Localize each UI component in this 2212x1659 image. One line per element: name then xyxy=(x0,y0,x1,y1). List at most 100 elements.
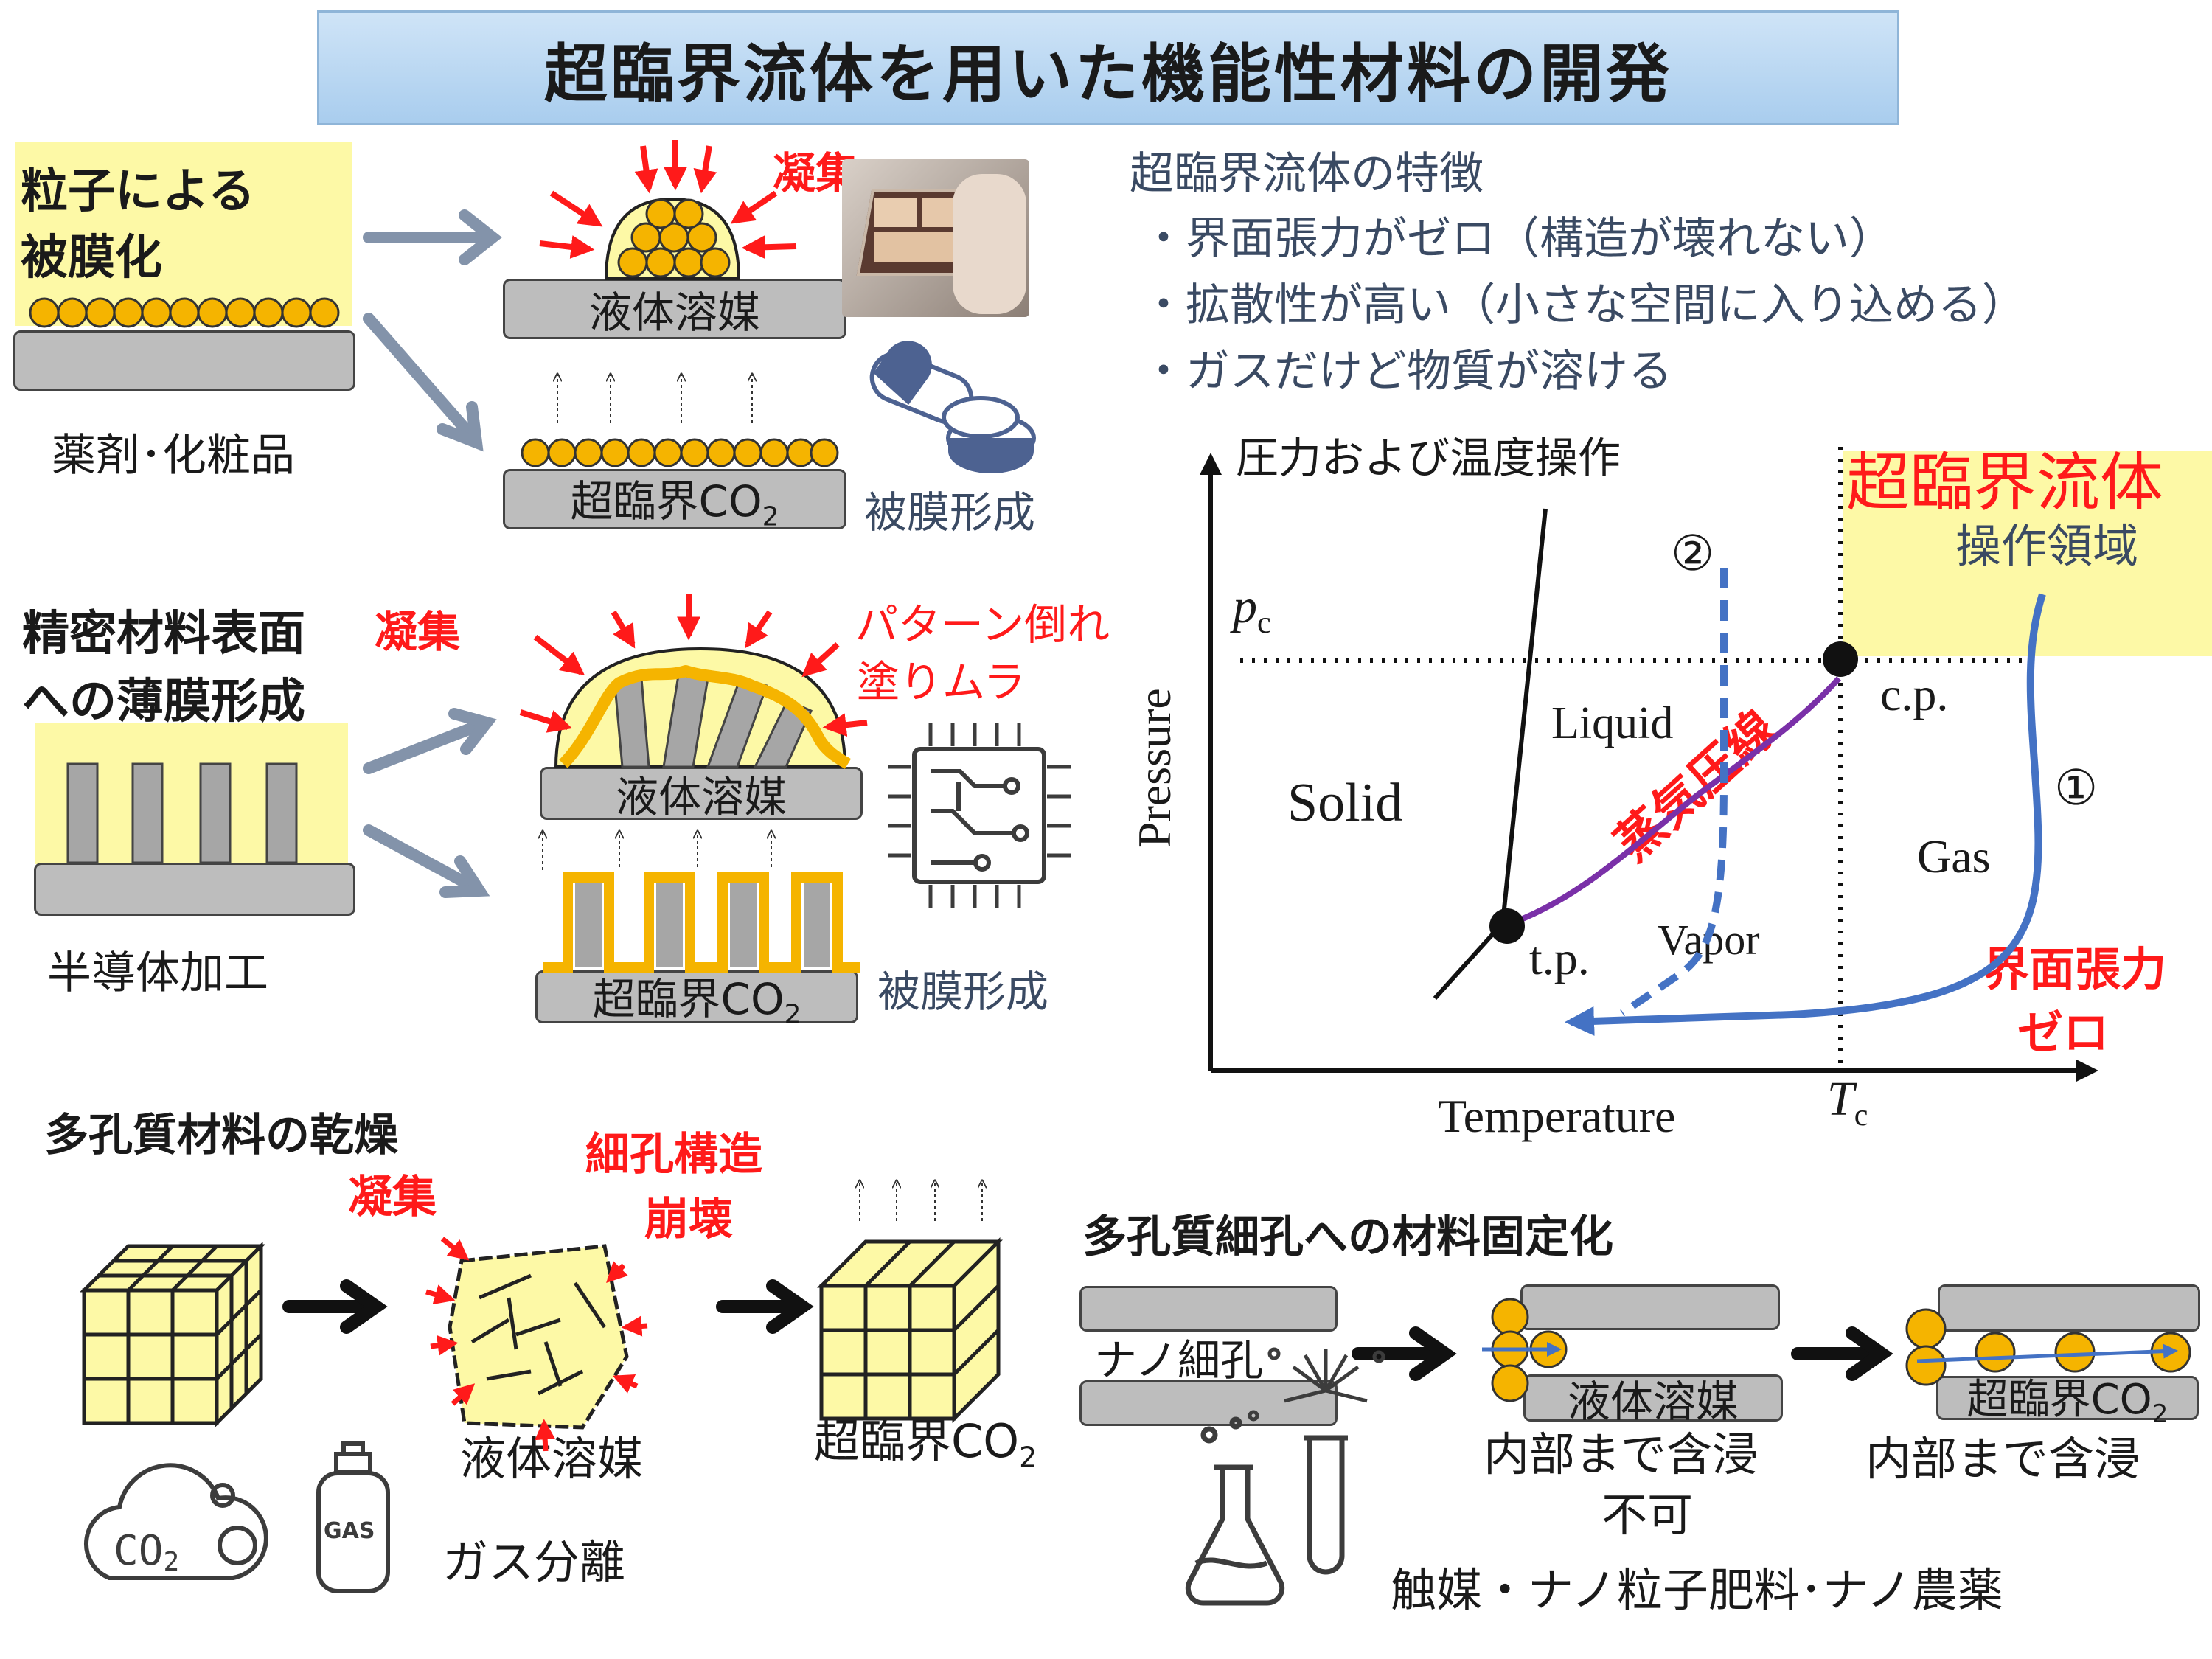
pill-icon xyxy=(869,341,1036,473)
x-axis-label: Temperature xyxy=(1438,1090,1676,1142)
tension-label-line2: ゼロ xyxy=(2017,1006,2110,1060)
tc-label: Tc xyxy=(1827,1072,1868,1133)
panel1-coating-label: 被膜形成 xyxy=(864,487,1036,538)
porous-cube-intact xyxy=(79,1241,266,1428)
critical-point-marker xyxy=(1823,641,1858,677)
panel1-heading-bg xyxy=(15,142,352,326)
panel2-liquid-label: 液体溶媒 xyxy=(615,772,787,822)
panel2-pattern-bars xyxy=(66,762,298,864)
panel2-substrate xyxy=(34,863,355,916)
black-arrow-2 xyxy=(716,1279,814,1334)
flask-icon xyxy=(1185,1416,1348,1606)
panel2-heading-line1: 精密材料表面 xyxy=(22,607,305,661)
path-2-dashed xyxy=(1620,568,1728,1017)
solid-region-label: Solid xyxy=(1287,773,1403,833)
panel4-pore-bottom-1 xyxy=(1079,1380,1338,1426)
cp-label: c.p. xyxy=(1880,668,1949,720)
vapor-pressure-line xyxy=(1503,676,1841,929)
path-1-label: ① xyxy=(2054,759,2098,816)
panel4-penetrating-flow xyxy=(1916,1343,2178,1363)
panel1-heading-line2: 被膜化 xyxy=(21,231,162,285)
panel2-collapse-line2: 塗りムラ xyxy=(857,657,1026,707)
panel1-gray-arrows xyxy=(363,209,502,452)
gas-separation-label: ガス分離 xyxy=(442,1535,626,1589)
panel1-aggregate xyxy=(539,140,797,280)
feature-item-3: ・ガスだけど物質が溶ける xyxy=(1141,346,1672,397)
porous-cube-collapsed xyxy=(425,1237,648,1452)
sublimation-line xyxy=(1433,921,1505,1001)
panel2-coating-label: 被膜形成 xyxy=(877,967,1049,1017)
black-arrow-4 xyxy=(1791,1326,1893,1381)
panel1-particle-layer xyxy=(29,297,340,328)
gas-cylinder-icon xyxy=(316,1441,390,1593)
panel2-scco2-label: 超臨界CO2 xyxy=(592,973,801,1030)
liquid-region-label: Liquid xyxy=(1551,698,1674,748)
co2-cloud-icon xyxy=(84,1463,268,1580)
black-arrow-3 xyxy=(1352,1326,1457,1381)
panel4-pore-bottom-3: 超臨界CO2 xyxy=(1936,1376,2199,1430)
panel1-scco2-particles xyxy=(521,438,839,467)
panel1-scco2-label: 超臨界CO2 xyxy=(570,476,779,532)
panel1-rising-arrows xyxy=(557,375,752,423)
operation-label: 圧力および温度操作 xyxy=(1236,433,1621,483)
page-title: 超臨界流体を用いた機能性材料の開発 xyxy=(317,10,1899,125)
triple-point-marker xyxy=(1489,908,1525,944)
panel1-liquid-slab: 液体溶媒 xyxy=(503,279,846,339)
sc-sub: 操作領域 xyxy=(1955,519,2139,573)
panel4-pore-top-3 xyxy=(1938,1284,2200,1332)
critical-dotted-lines xyxy=(1240,447,2035,1066)
panel2-scco2-pattern xyxy=(543,832,860,973)
impossible-line2: 不可 xyxy=(1601,1488,1694,1542)
panel2-aggregate xyxy=(519,594,868,769)
possible-label: 内部まで含浸 xyxy=(1865,1432,2140,1486)
melting-line xyxy=(1500,508,1548,924)
black-arrow-1 xyxy=(282,1279,388,1334)
applications-label: 触媒・ナノ粒子肥料･ナノ農薬 xyxy=(1391,1563,2003,1617)
panel3-rising-arrows xyxy=(860,1181,982,1221)
feature-item-2: ・拡散性が高い（小さな空間に入り込める） xyxy=(1141,279,2026,331)
panel2-aggregation-label: 凝集 xyxy=(375,607,461,657)
path-2-label: ② xyxy=(1671,525,1715,582)
panel4-scco2-label: 超臨界CO2 xyxy=(1966,1376,2168,1430)
phase-axes xyxy=(1200,453,2098,1082)
panel1-liquid-label: 液体溶媒 xyxy=(588,288,760,338)
panel4-liquid-label: 液体溶媒 xyxy=(1567,1377,1739,1427)
fireworks-icon xyxy=(1248,1347,1385,1422)
chip-icon xyxy=(888,723,1071,908)
panel1-heading-line1: 粒子による xyxy=(21,164,256,219)
panel1-label-bottom: 薬剤･化粧品 xyxy=(52,430,295,481)
gas-region-label: Gas xyxy=(1917,830,1991,883)
panel3-liquid-label: 液体溶媒 xyxy=(460,1432,644,1486)
panel3-collapse-line1: 細孔構造 xyxy=(585,1129,762,1180)
porous-cube-dried xyxy=(816,1237,1004,1424)
panel2-heading-line2: への薄膜形成 xyxy=(22,675,305,729)
nano-pore-label: ナノ細孔 xyxy=(1094,1335,1264,1385)
gas-cylinder-text: GAS xyxy=(324,1518,375,1544)
tension-label-line1: 界面張力 xyxy=(1983,942,2167,996)
panel2-liquid-slab: 液体溶媒 xyxy=(540,767,863,822)
panel2-gray-arrows xyxy=(363,708,497,898)
panel2-collapse-line1: パターン倒れ xyxy=(855,599,1110,650)
feature-item-1: ・界面張力がゼロ（構造が壊れない） xyxy=(1141,213,1893,265)
panel3-scco2-label: 超臨界CO2 xyxy=(814,1414,1037,1474)
pc-label: pc xyxy=(1233,580,1271,641)
sc-region xyxy=(1843,451,2212,656)
panel1-substrate xyxy=(13,330,355,391)
panel4-particles-stuck xyxy=(1491,1298,1568,1402)
panel1-scco2-slab: 超臨界CO2 xyxy=(503,469,846,532)
panel4-particles-dispersed xyxy=(1905,1308,2191,1386)
panel4-heading: 多孔質細孔への材料固定化 xyxy=(1082,1211,1613,1263)
panel3-collapse-line2: 崩壊 xyxy=(644,1194,733,1245)
sc-title: 超臨界流体 xyxy=(1846,446,2163,520)
panel3-aggregation-label: 凝集 xyxy=(348,1172,437,1223)
panel4-pore-bottom-2: 液体溶媒 xyxy=(1523,1374,1783,1427)
panel2-scco2-slab: 超臨界CO2 xyxy=(535,970,858,1029)
panel4-pore-top-1 xyxy=(1079,1286,1338,1332)
tp-label: t.p. xyxy=(1529,932,1590,984)
path-1-curve xyxy=(1565,593,2046,1036)
panel2-label-bottom: 半導体加工 xyxy=(47,947,268,999)
impossible-line1: 内部まで含浸 xyxy=(1484,1427,1759,1481)
co2-cloud-text: CO2 xyxy=(114,1527,179,1577)
compact-photo xyxy=(842,159,1029,317)
